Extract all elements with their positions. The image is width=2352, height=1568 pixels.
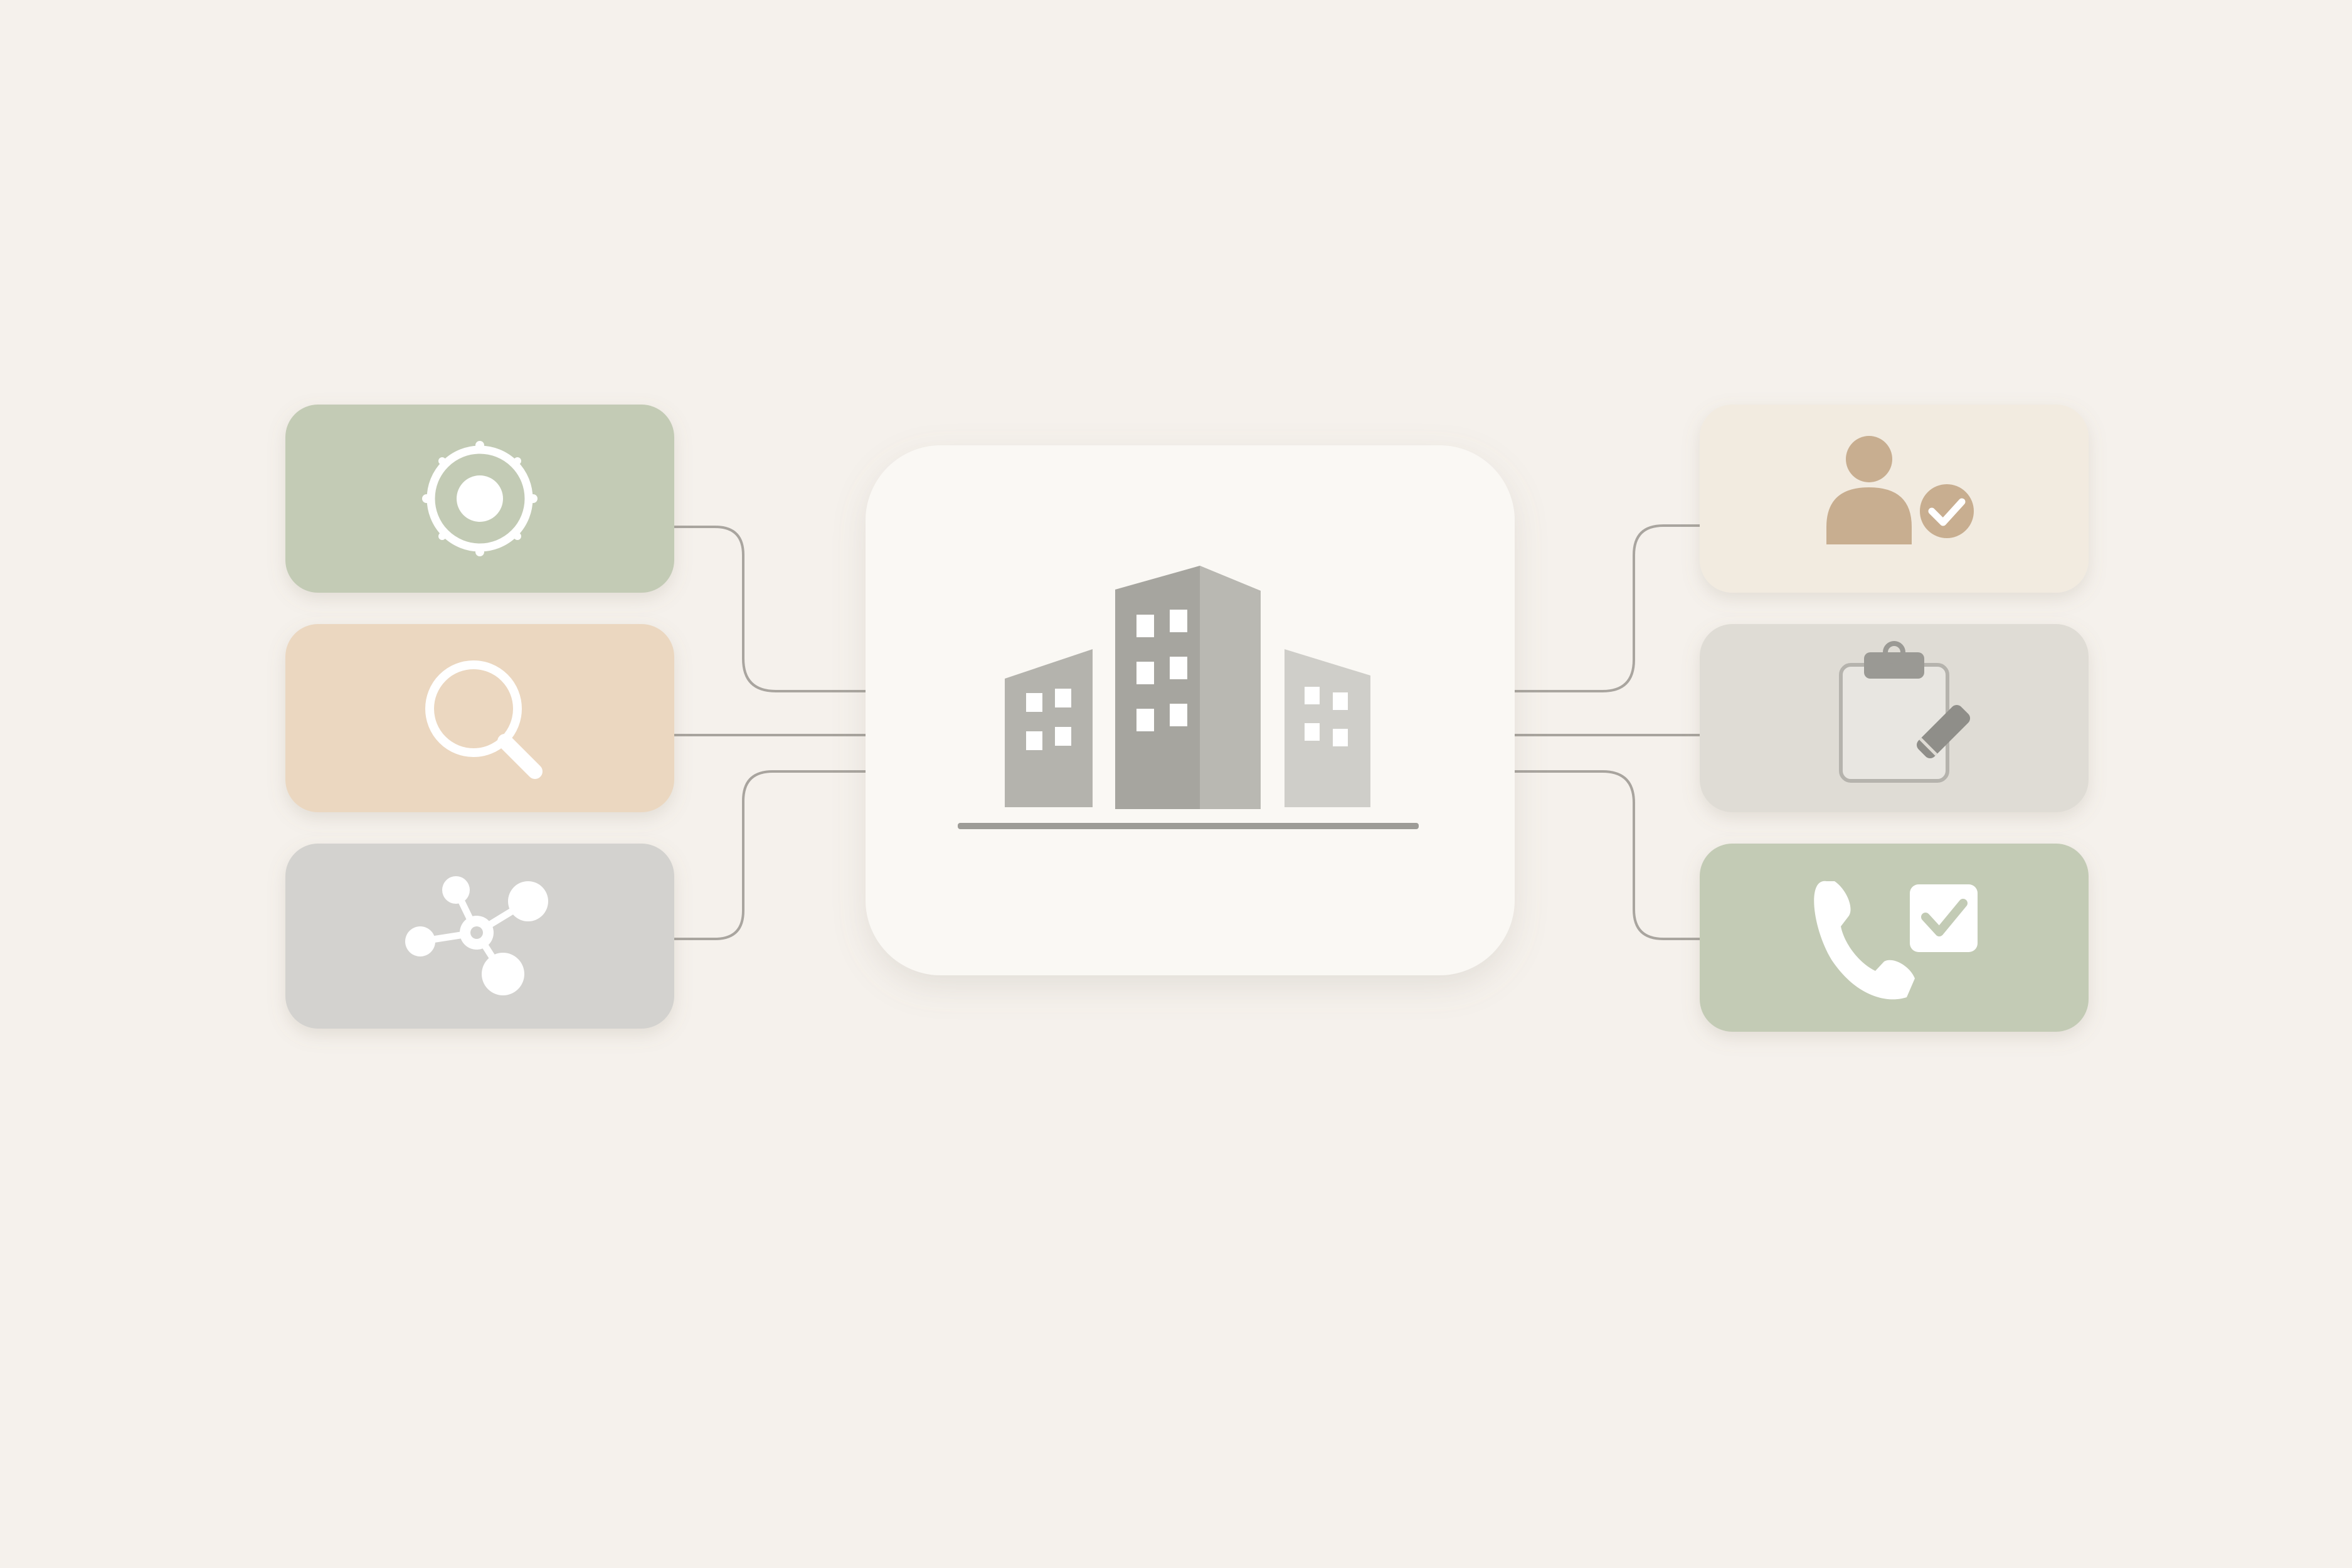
connector-verified-user — [1515, 524, 1700, 692]
connector-phone-check — [1515, 770, 1700, 940]
connector-target — [674, 526, 866, 692]
target-icon — [422, 441, 538, 556]
center-card[interactable] — [866, 445, 1515, 975]
card-search[interactable] — [285, 624, 674, 812]
verified-user-icon — [1826, 436, 1979, 544]
network-nodes-icon — [405, 876, 548, 995]
card-verified-user[interactable] — [1700, 405, 2089, 593]
phone-check-icon — [1814, 881, 1978, 1000]
connectors — [674, 524, 1700, 940]
office-buildings-icon — [958, 566, 1419, 829]
card-clipboard[interactable] — [1700, 624, 2089, 812]
clipboard-edit-icon — [1839, 641, 1971, 783]
search-icon — [425, 660, 543, 779]
card-target[interactable] — [285, 405, 674, 593]
card-network[interactable] — [285, 844, 674, 1029]
connector-network — [674, 770, 866, 940]
card-phone-check[interactable] — [1700, 844, 2089, 1032]
